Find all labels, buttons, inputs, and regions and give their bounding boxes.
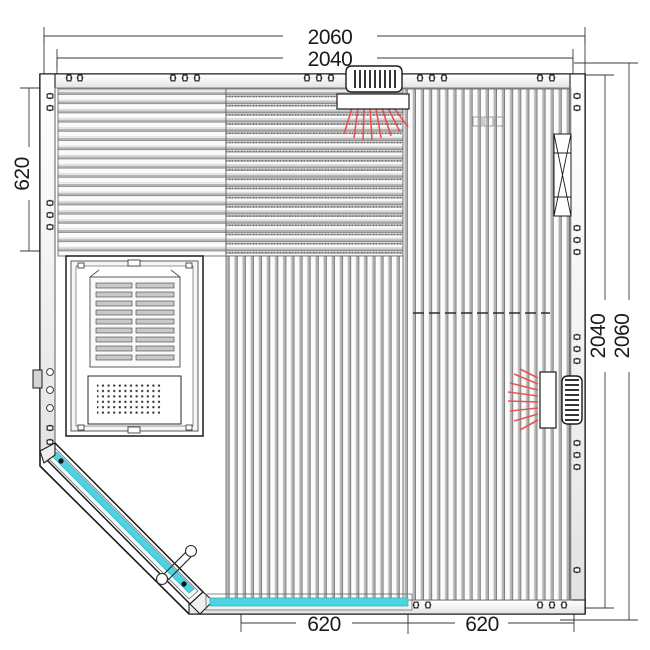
door-hinge-cap	[39, 442, 56, 464]
wall-light-fixture-right[interactable]	[507, 368, 583, 431]
dimension-bottom-right: 620	[465, 613, 499, 636]
angled-glass-door[interactable]	[39, 441, 214, 615]
floor-vertical-slats	[225, 88, 571, 601]
light-fixture-grille-top	[354, 70, 396, 88]
dimension-top-outer: 2060	[308, 26, 353, 49]
vent-x-panel-right-wall	[553, 133, 572, 217]
light-fixture-base-top	[336, 93, 410, 110]
bench-hatched-upper-center	[225, 88, 404, 257]
door-handle[interactable]	[155, 544, 198, 586]
light-rays-right	[507, 368, 539, 431]
floor-marker-brackets	[472, 116, 505, 127]
heater-mount-bolts	[77, 259, 193, 434]
dimension-top-inner: 2040	[308, 48, 353, 71]
bench-horizontal-slats-upper-left	[57, 88, 227, 257]
light-fixture-grille-right	[565, 379, 579, 421]
frame-rail-top	[43, 73, 586, 89]
dimension-bottom-left: 620	[307, 613, 341, 636]
dimension-right-inner: 2040	[587, 314, 610, 359]
dimension-left-partial: 620	[11, 157, 34, 191]
glass-panel-bottom-frame	[205, 593, 413, 611]
heater-vent-panel	[87, 375, 182, 425]
dimension-right-outer: 2060	[611, 314, 634, 359]
light-rays-top	[343, 107, 409, 141]
frame-fasteners	[46, 74, 581, 609]
heater-rock-grid	[89, 269, 181, 368]
frame-rail-right	[569, 73, 586, 615]
light-fixture-base-right	[539, 371, 557, 429]
ceiling-light-fixture-top[interactable]	[336, 65, 410, 141]
exterior-latch-block	[32, 369, 43, 389]
door-pivot-top	[58, 458, 64, 464]
dimension-lines-group	[20, 27, 638, 634]
door-pivot-bottom	[181, 581, 187, 587]
sauna-heater[interactable]	[65, 255, 204, 437]
glass-panel-bottom-wall[interactable]	[205, 593, 413, 611]
